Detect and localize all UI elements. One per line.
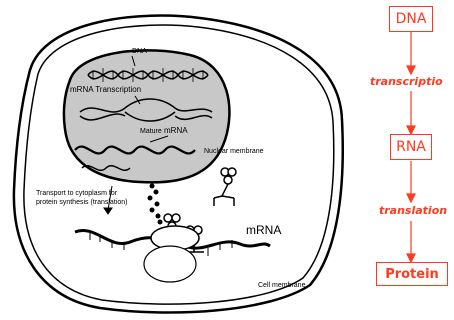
translation-label-flow: translation <box>379 204 447 217</box>
dna-box: DNA <box>389 6 433 32</box>
mature-mrna-label: mRNA <box>164 127 188 135</box>
mrna-cytoplasm-label: mRNA <box>246 224 281 236</box>
protein-box: Protein <box>376 262 448 286</box>
cell-membrane-label: Cell membrane <box>258 282 305 289</box>
transport-label-line2: protein synthesis (translation) <box>36 199 127 206</box>
transcription-label: mRNA Transcription <box>70 86 141 94</box>
transcription-label-flow: transcriptio <box>370 75 443 88</box>
ribosome-small <box>144 246 196 282</box>
mature-label: Mature <box>140 128 162 135</box>
cell-diagram <box>0 0 360 320</box>
peptide-chain <box>148 184 163 225</box>
rna-box: RNA <box>390 134 432 160</box>
dna-label: DNA <box>132 48 147 55</box>
nuclear-membrane-label: Nuclear membrane <box>204 148 264 155</box>
transport-label-line1: Transport to cytoplasm for <box>36 190 117 197</box>
